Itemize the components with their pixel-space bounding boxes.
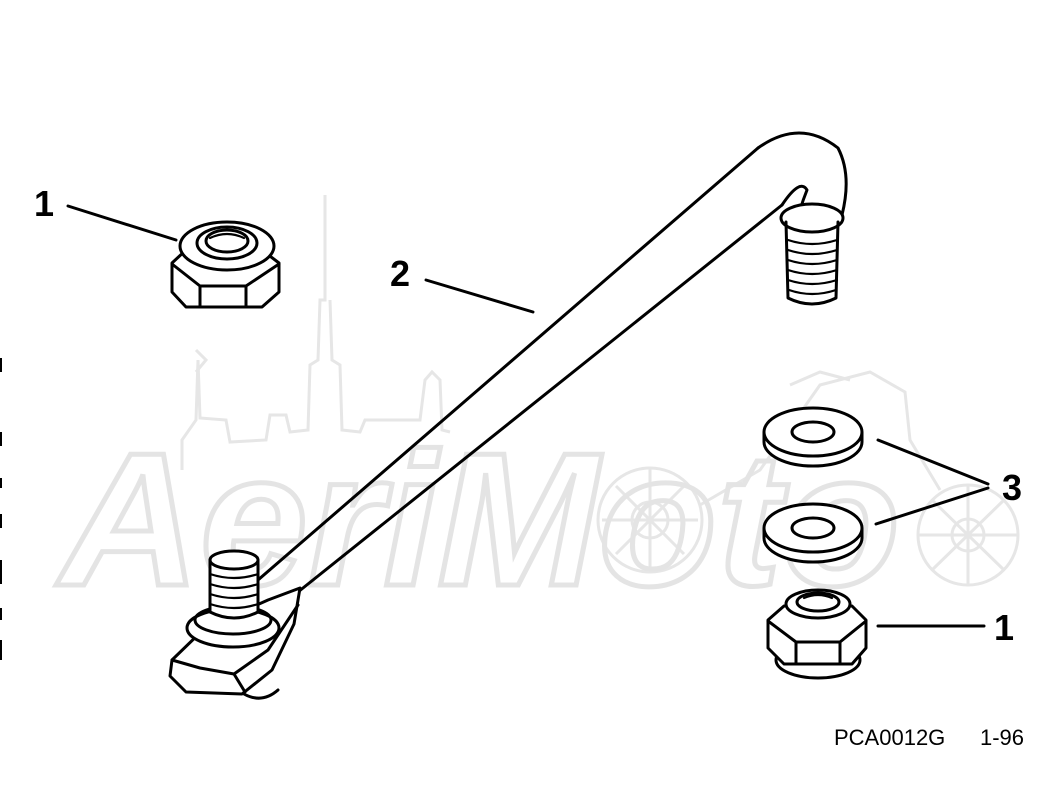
callout-1-top-left: 1 (34, 183, 54, 224)
watermark: AeriMoto (53, 195, 1020, 629)
watermark-skyline (180, 195, 451, 470)
flange-nut-top-left (170, 220, 281, 309)
leader-lines (66, 204, 990, 628)
top-stud-threads (786, 238, 839, 296)
revision-code: 1-96 (980, 725, 1024, 750)
leader-3-lower (874, 486, 990, 526)
bottom-stud-threads (208, 572, 260, 610)
leader-2 (424, 278, 535, 314)
washer-lower (762, 502, 864, 564)
leader-1-top-left (66, 204, 178, 242)
watermark-motorcycle (596, 370, 1020, 587)
washer-upper (762, 406, 864, 468)
callout-3: 3 (1002, 467, 1022, 508)
leader-3-upper (876, 438, 990, 486)
steering-link-rod (168, 131, 848, 700)
callout-2: 2 (390, 253, 410, 294)
flange-nut-bottom-right (766, 588, 868, 680)
callout-1-bottom-right: 1 (994, 607, 1014, 648)
part-code: PCA0012G (834, 725, 945, 750)
